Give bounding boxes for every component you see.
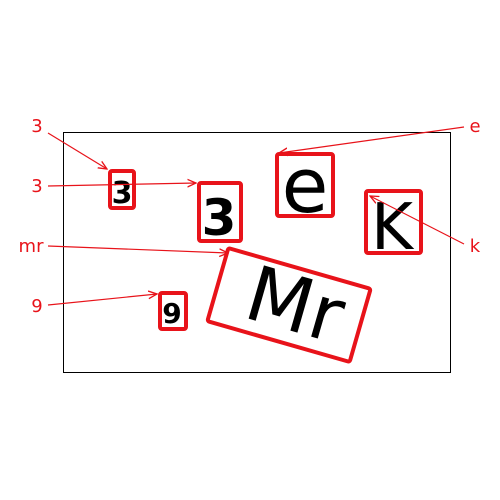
callout-label-9: 9 [31,296,42,317]
char-9: 9 [162,297,181,330]
arrow-e [279,126,465,153]
callout-label-3-top: 3 [31,116,42,137]
arrow-9 [47,294,157,306]
bbox-3-small [108,169,136,210]
callout-label-k: k [470,236,481,257]
arrow-k [370,196,465,245]
bbox-3-large [197,181,243,243]
callout-label-mr: mr [19,236,45,257]
callout-label-3: 3 [31,176,42,197]
callout-labels: 3 3 mr 9 e k [19,116,481,317]
arrow-3-large [47,183,196,186]
arrow-mr [47,245,228,253]
bbox-e [275,152,335,218]
arrow-3-small-top [47,132,107,169]
char-3-large: 3 [202,189,237,247]
callout-label-e: e [469,116,480,137]
detection-boxes [108,152,423,364]
char-3-small: 3 [112,176,133,211]
bbox-9 [158,291,188,331]
bbox-mr [205,246,373,364]
leader-arrows [47,126,465,306]
